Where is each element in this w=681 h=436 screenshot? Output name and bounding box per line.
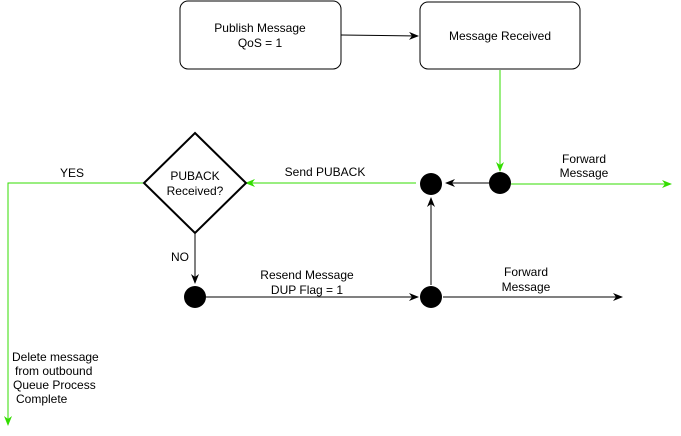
outcome-line3: Queue Process <box>13 378 96 392</box>
label-send-puback: Send PUBACK <box>285 165 366 179</box>
label-no: NO <box>171 250 189 264</box>
decision-line1: PUBACK <box>170 169 219 183</box>
decision-line2: Received? <box>167 184 224 198</box>
label-forward-bottom-line1: Forward <box>504 265 548 279</box>
label-resend-line2: DUP Flag = 1 <box>271 283 343 297</box>
label-forward-bottom-line2: Message <box>502 280 551 294</box>
junction-bottom-middle <box>420 286 442 308</box>
node-puback-decision: PUBACK Received? <box>142 131 248 235</box>
edge-publish-to-received <box>340 31 419 40</box>
label-forward-top-line2: Message <box>560 166 609 180</box>
junction-center <box>420 173 442 195</box>
node-publish-line1: Publish Message <box>214 21 306 35</box>
node-publish-line2: QoS = 1 <box>238 36 283 50</box>
outcome-line4: Complete <box>16 392 68 406</box>
label-yes: YES <box>60 166 84 180</box>
edge-yes <box>4 182 144 426</box>
label-resend-line1: Resend Message <box>260 268 354 282</box>
outcome-line1: Delete message <box>12 350 99 364</box>
node-message-received: Message Received <box>419 1 581 70</box>
label-forward-top-line1: Forward <box>562 152 606 166</box>
node-received-label: Message Received <box>449 29 551 43</box>
outcome-line2: from outbound <box>15 364 92 378</box>
junction-right <box>489 172 511 194</box>
node-publish-message: Publish Message QoS = 1 <box>179 0 342 70</box>
junction-bottom-left <box>184 286 206 308</box>
